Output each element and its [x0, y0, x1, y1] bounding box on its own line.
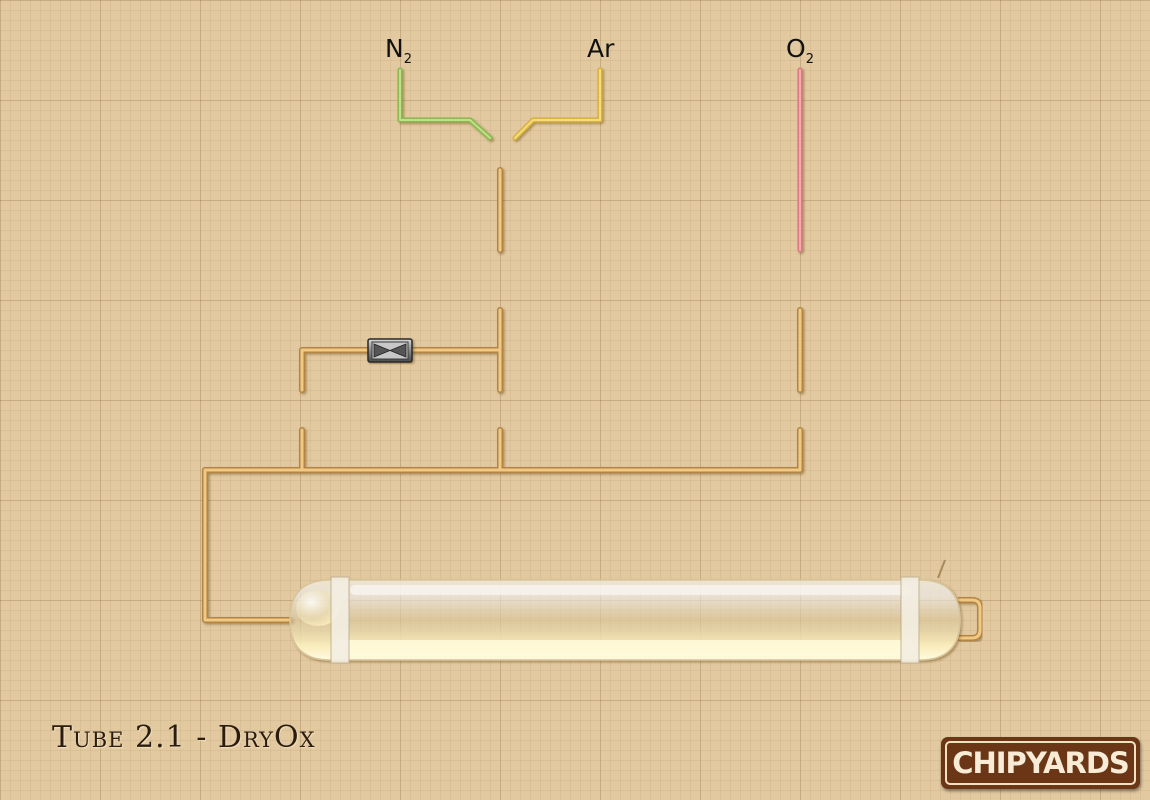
o2-label-text: O	[786, 34, 806, 63]
process-tube-icon[interactable]	[289, 559, 983, 664]
n2-label-text: N	[385, 34, 404, 63]
ar-line	[512, 67, 603, 141]
ar-label: Ar	[587, 34, 614, 63]
n2-line	[397, 67, 493, 141]
ar-label-text: Ar	[587, 34, 615, 63]
bypass-pipe	[300, 348, 500, 392]
ar-line-highlight	[514, 69, 601, 139]
o2-label-subscript: 2	[805, 52, 814, 67]
n2-label: N2	[385, 34, 412, 67]
mass-flow-controller-icon[interactable]	[367, 338, 413, 363]
o2-label: O2	[786, 34, 814, 67]
diagram-title: Tube 2.1 - DryOx	[52, 720, 316, 755]
n2-label-subscript: 2	[403, 52, 412, 67]
chipyards-logo-text: CHIPYARDS	[945, 741, 1136, 785]
chipyards-logo: CHIPYARDS	[941, 737, 1140, 789]
main-feed-pipe	[203, 428, 802, 622]
n2-line-highlight	[399, 69, 491, 139]
